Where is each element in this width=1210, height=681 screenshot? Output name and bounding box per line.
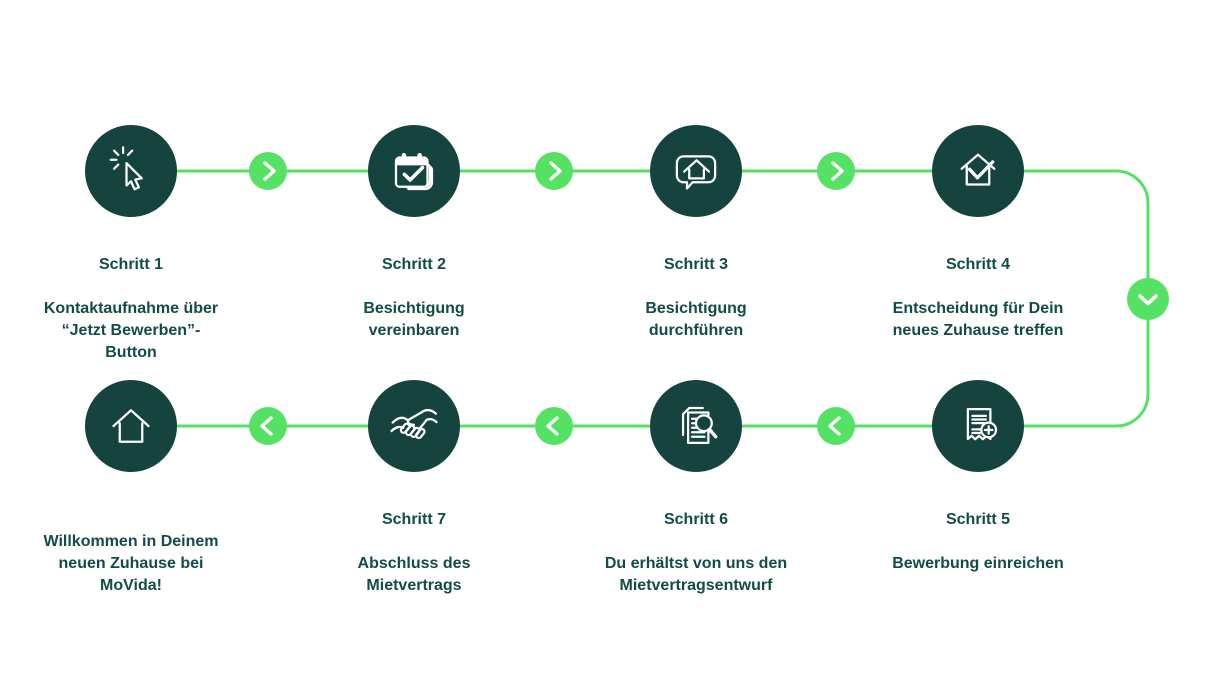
chevron-left-icon (260, 416, 273, 436)
chevron-right-icon (831, 161, 844, 181)
house-speech-bubble-icon (675, 155, 717, 190)
chevron-right-icon (263, 161, 276, 181)
chevron-down-icon (1138, 294, 1158, 306)
step-6-circle (650, 380, 742, 472)
step-description: Besichtigung durchführen (645, 300, 747, 339)
connector-5 (817, 407, 855, 445)
chevron-right-icon (549, 161, 562, 181)
step-6: Schritt 6 Du erhältst von uns den Mietve… (551, 380, 841, 619)
step-7-circle (368, 380, 460, 472)
connector-3 (817, 152, 855, 190)
step-3-circle (650, 125, 742, 217)
connector-1 (249, 152, 287, 190)
step-title: Schritt 3 (663, 256, 728, 273)
step-description: Bewerbung einreichen (892, 555, 1064, 572)
step-7: Schritt 7 Abschluss des Mietvertrags (269, 380, 559, 619)
step-2-circle (368, 125, 460, 217)
cursor-click-icon (109, 146, 143, 191)
document-add-icon (966, 408, 998, 441)
step-description: Abschluss des Mietvertrags (357, 555, 471, 594)
step-welcome-circle (85, 380, 177, 472)
step-description: Du erhältst von uns den Mietvertragsentw… (604, 555, 788, 594)
step-title: Schritt 5 (945, 511, 1010, 528)
step-5: Schritt 5 Bewerbung einreichen (833, 380, 1123, 597)
step-title: Schritt 1 (98, 256, 163, 273)
house-check-icon (960, 153, 996, 186)
step-title: Schritt 6 (663, 511, 728, 528)
step-1-circle (85, 125, 177, 217)
handshake-icon (390, 408, 438, 440)
step-description: Willkommen in Deinem neuen Zuhause bei M… (43, 533, 219, 594)
step-welcome: Willkommen in Deinem neuen Zuhause bei M… (0, 380, 276, 619)
step-description: Entscheidung für Dein neues Zuhause tref… (892, 300, 1064, 339)
connector-2 (535, 152, 573, 190)
step-description: Kontaktaufnahme über “Jetzt Bewerben”- B… (43, 300, 219, 361)
step-4-circle (932, 125, 1024, 217)
step-4: Schritt 4 Entscheidung für Dein neues Zu… (833, 125, 1123, 364)
step-3: Schritt 3 Besichtigung durchführen (551, 125, 841, 364)
step-title: Schritt 2 (381, 256, 446, 273)
step-1: Schritt 1 Kontaktaufnahme über “Jetzt Be… (0, 125, 276, 386)
step-title: Schritt 7 (381, 511, 446, 528)
connector-4 (1127, 278, 1169, 320)
connector-7 (249, 407, 287, 445)
step-title: Schritt 4 (945, 256, 1010, 273)
house-icon (112, 409, 150, 443)
connector-6 (535, 407, 573, 445)
step-description: Besichtigung vereinbaren (363, 300, 465, 339)
chevron-left-icon (828, 416, 841, 436)
step-5-circle (932, 380, 1024, 472)
chevron-left-icon (546, 416, 559, 436)
document-magnifier-icon (681, 406, 718, 444)
calendar-check-icon (394, 153, 434, 191)
step-2: Schritt 2 Besichtigung vereinbaren (269, 125, 559, 364)
